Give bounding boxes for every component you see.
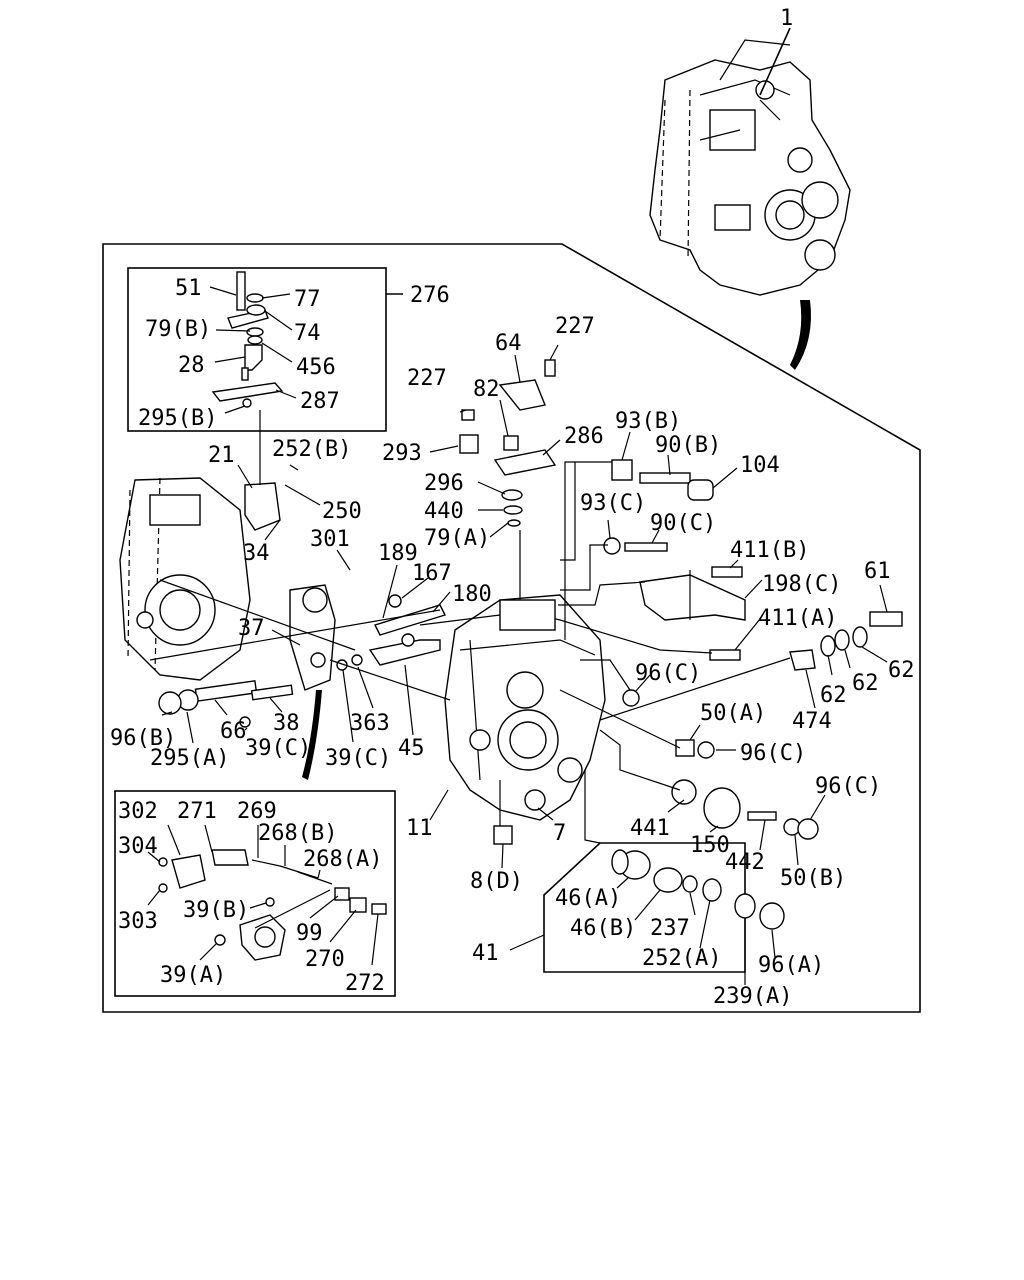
label-239a: 239(A): [713, 984, 792, 1009]
main-housing-11: [444, 594, 606, 821]
label-1: 1: [780, 6, 793, 31]
label-93c: 93(C): [580, 491, 646, 516]
label-250: 250: [322, 499, 362, 524]
label-46a: 46(A): [555, 886, 621, 911]
label-90c: 90(C): [650, 511, 716, 536]
main-frame: [102, 243, 921, 1013]
label-50a: 50(A): [700, 701, 766, 726]
arrow-curve-top: [790, 300, 811, 370]
label-180: 180: [452, 582, 492, 607]
label-51: 51: [175, 276, 202, 301]
label-296: 296: [424, 471, 464, 496]
label-37: 37: [238, 616, 265, 641]
label-295a: 295(A): [150, 746, 229, 771]
label-237: 237: [650, 916, 690, 941]
label-39b: 39(B): [183, 898, 249, 923]
label-268a: 268(A): [303, 847, 382, 872]
label-150: 150: [690, 833, 730, 858]
label-66: 66: [220, 719, 247, 744]
label-61: 61: [864, 559, 891, 584]
label-39c-right: 39(C): [325, 746, 391, 771]
label-39c-left: 39(C): [245, 736, 311, 761]
label-286: 286: [564, 424, 604, 449]
label-79a: 79(A): [424, 526, 490, 551]
label-77: 77: [294, 287, 321, 312]
label-270: 270: [305, 947, 345, 972]
label-303: 303: [118, 909, 158, 934]
label-474: 474: [792, 709, 832, 734]
label-271: 271: [177, 799, 217, 824]
label-227-right: 227: [555, 314, 595, 339]
label-442: 442: [725, 850, 765, 875]
label-62-mid: 62: [852, 671, 879, 696]
part-labels: 1 276 51 77 74 79(B) 28 456 287 295(B) 2…: [110, 6, 915, 1009]
label-62-right: 62: [888, 658, 915, 683]
label-440: 440: [424, 499, 464, 524]
label-252b: 252(B): [272, 437, 351, 462]
parts-41: [611, 849, 785, 930]
label-8d: 8(D): [470, 869, 523, 894]
label-167: 167: [412, 561, 452, 586]
label-28: 28: [178, 353, 205, 378]
label-7: 7: [553, 821, 566, 846]
label-198c: 198(C): [762, 572, 841, 597]
label-74: 74: [294, 321, 321, 346]
inset-box-276: [127, 267, 387, 432]
leader-1: [759, 27, 791, 96]
label-456: 456: [296, 355, 336, 380]
label-96c-upper: 96(C): [635, 661, 701, 686]
inset-box-governor: [114, 790, 396, 997]
label-104: 104: [740, 453, 780, 478]
label-252a: 252(A): [642, 946, 721, 971]
label-96b: 96(B): [110, 726, 176, 751]
label-96c-middle: 96(C): [740, 741, 806, 766]
label-90b: 90(B): [655, 433, 721, 458]
label-302: 302: [118, 799, 158, 824]
right-parts: [493, 459, 903, 845]
parts-276: [211, 271, 284, 408]
label-38: 38: [273, 711, 300, 736]
pump-assembly-overview: [649, 59, 851, 296]
label-272: 272: [345, 971, 385, 996]
leader-lines: [147, 286, 888, 985]
label-21: 21: [208, 443, 235, 468]
linkage-parts: [158, 482, 446, 728]
label-34: 34: [243, 541, 270, 566]
label-96a: 96(A): [758, 953, 824, 978]
bracket-1: [719, 39, 791, 81]
label-295b: 295(B): [138, 406, 217, 431]
label-11: 11: [406, 816, 433, 841]
label-79b: 79(B): [145, 317, 211, 342]
label-363: 363: [350, 711, 390, 736]
label-301: 301: [310, 527, 350, 552]
label-64: 64: [495, 331, 522, 356]
governor-housing: [119, 477, 251, 681]
label-99: 99: [296, 921, 323, 946]
label-269: 269: [237, 799, 277, 824]
label-411b: 411(B): [730, 538, 809, 563]
label-189: 189: [378, 541, 418, 566]
label-293: 293: [382, 441, 422, 466]
label-276: 276: [410, 283, 450, 308]
label-441: 441: [630, 816, 670, 841]
upper-parts: [459, 359, 557, 527]
label-50b: 50(B): [780, 866, 846, 891]
label-287: 287: [300, 389, 340, 414]
guide-lines: [149, 410, 791, 929]
label-46b: 46(B): [570, 916, 636, 941]
label-268b: 268(B): [258, 821, 337, 846]
label-41: 41: [472, 941, 499, 966]
governor-inset-parts: [158, 849, 387, 961]
label-45: 45: [398, 736, 425, 761]
label-93b: 93(B): [615, 409, 681, 434]
label-411a: 411(A): [758, 606, 837, 631]
label-62-left: 62: [820, 683, 847, 708]
label-227-left: 227: [407, 366, 447, 391]
label-82: 82: [473, 377, 500, 402]
label-39a: 39(A): [160, 963, 226, 988]
label-96c-lower: 96(C): [815, 774, 881, 799]
label-304: 304: [118, 834, 158, 859]
arrow-curve-left: [302, 690, 322, 780]
